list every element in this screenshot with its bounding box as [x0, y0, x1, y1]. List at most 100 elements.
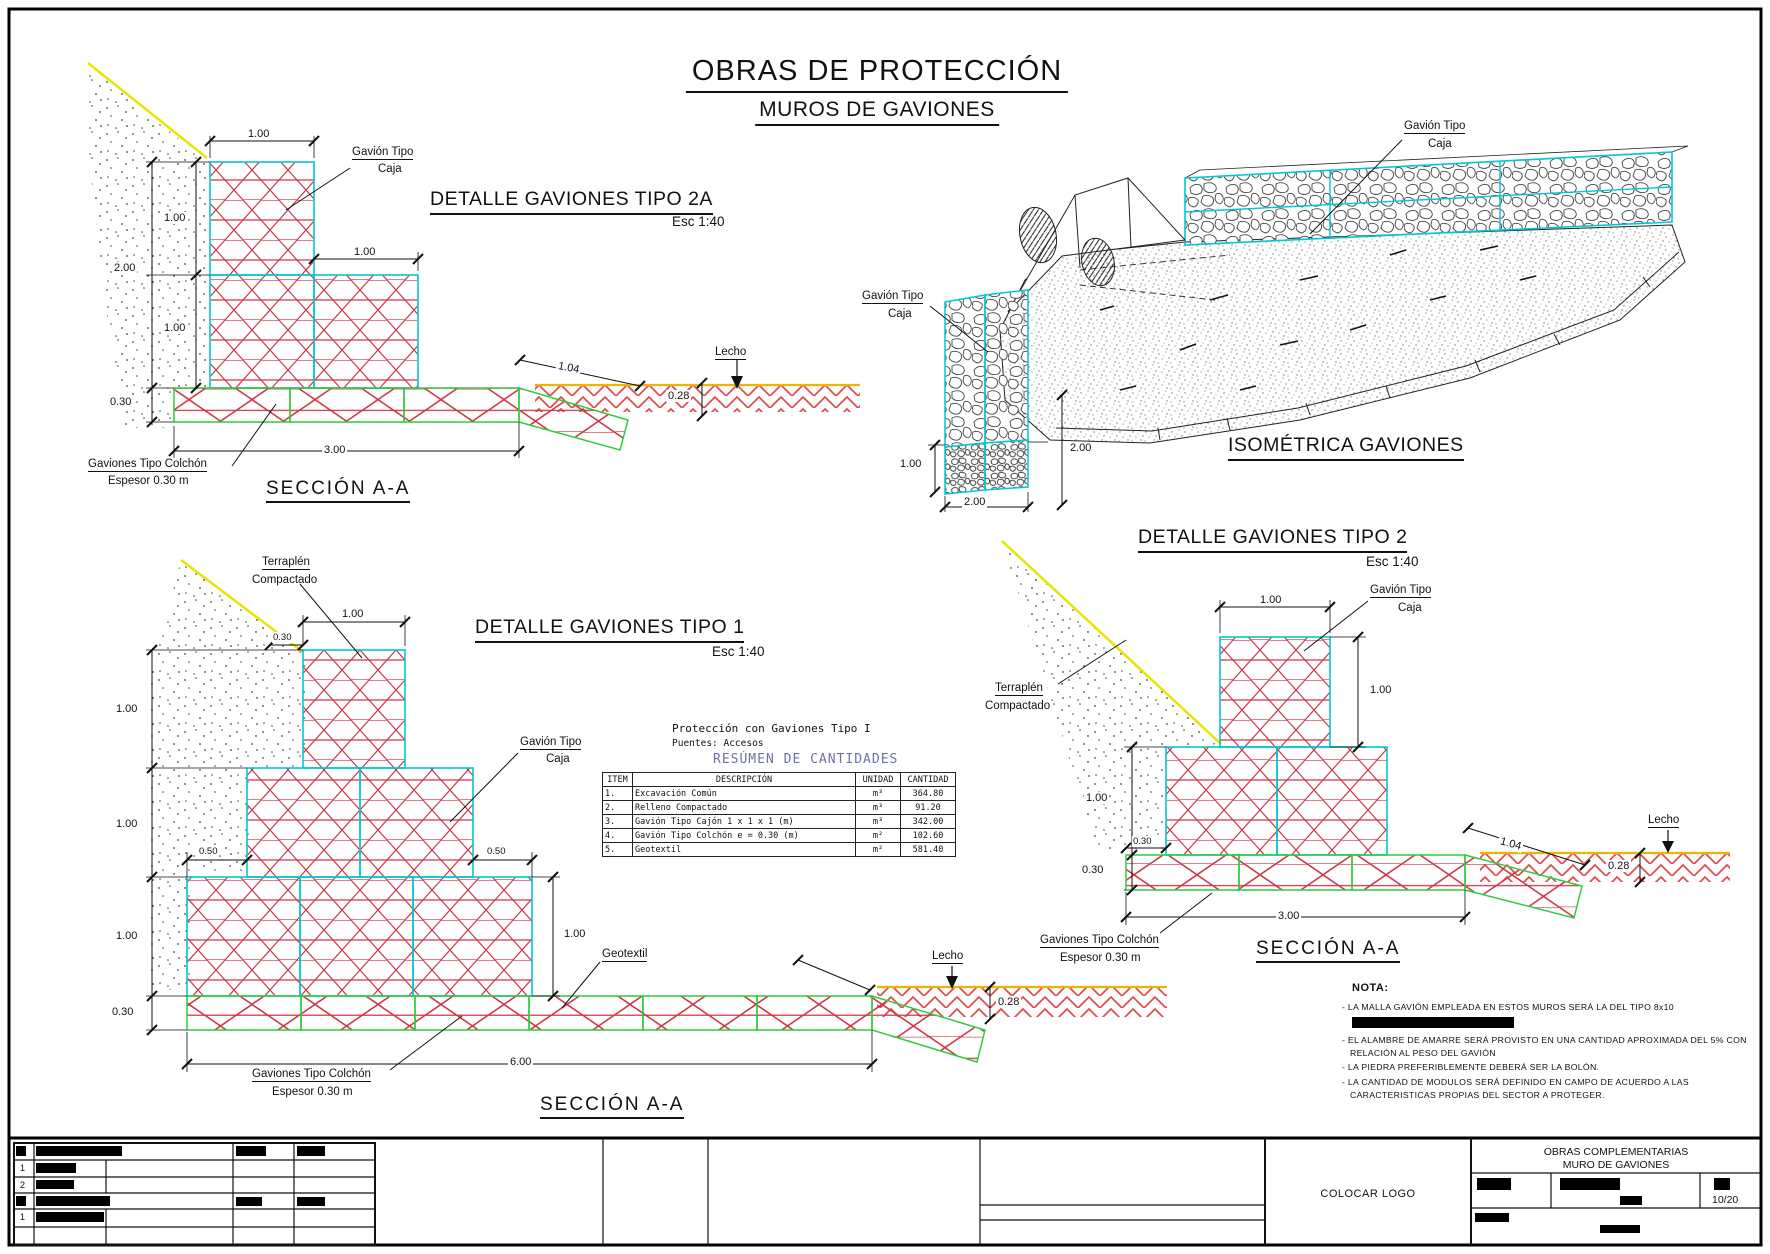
titleblock-rev-number-3: 1	[20, 1212, 26, 1222]
sheet-border	[7, 7, 1763, 1247]
detail2-dim-base: 3.00	[1276, 910, 1302, 922]
detail2a-label-colchon1: Gaviones Tipo Colchón	[88, 458, 207, 472]
isometric-label-caja-left1: Gavión Tipo	[862, 290, 924, 304]
detail1-dims	[146, 583, 996, 1072]
qt-header-item: ITEM	[602, 772, 633, 787]
detail2a-lecho	[535, 383, 860, 412]
detail1-label-geotextil: Geotextil	[602, 948, 648, 962]
detail2-label-gavion-tipo: Gavión Tipo	[1370, 584, 1432, 598]
nota-title: NOTA:	[1352, 982, 1389, 994]
qt-header-unit: UNIDAD	[855, 772, 901, 787]
detail2a-wall	[209, 161, 419, 389]
qt-header-qty: CANTIDAD	[900, 772, 956, 787]
detail2-title: DETALLE GAVIONES TIPO 2	[1138, 526, 1408, 553]
nota-item-4: - LA CANTIDAD DE MODULOS SERÁ DEFINIDO E…	[1342, 1077, 1689, 1100]
quantities-table: ITEM DESCRIPCIÓN UNIDAD CANTIDAD 1.Excav…	[602, 772, 956, 857]
isometric-left-wall	[944, 289, 1029, 495]
detail2-terrain	[1001, 540, 1222, 852]
detail2a-label-gavion-tipo: Gavión Tipo	[352, 146, 414, 160]
detail1-dim-mattress: 0.30	[110, 1006, 136, 1018]
detail1-section-title: SECCIÓN A-A	[540, 1094, 685, 1119]
nota-redaction-bar	[1352, 1017, 1514, 1028]
detail2a-label-caja: Caja	[378, 163, 402, 175]
detail2-mattress	[1125, 854, 1583, 919]
detail1-label-gavion-tipo: Gavión Tipo	[520, 736, 582, 750]
nota-item-3: - LA PIEDRA PREFERIBLEMENTE DEBERÁ SER L…	[1342, 1062, 1600, 1072]
titleblock-rev-number-2: 2	[20, 1180, 26, 1190]
detail1-label-colchon2: Espesor 0.30 m	[272, 1086, 353, 1098]
detail1-dim-h2: 1.00	[114, 818, 140, 830]
detail2a-dim-htop: 1.00	[162, 212, 188, 224]
detail1-lecho-arrow	[946, 976, 958, 989]
detail1-dim-h-right: 1.00	[562, 928, 588, 940]
page-title: OBRAS DE PROTECCIÓN	[685, 55, 1069, 93]
detail2a-dim-base: 3.00	[322, 444, 348, 456]
detail2-dim-bed: 0.28	[1606, 860, 1632, 872]
titleblock-project-line1: OBRAS COMPLEMENTARIAS	[1543, 1146, 1689, 1158]
detail1-label-terraplen2: Compactado	[252, 574, 318, 586]
nota-item-2: - EL ALAMBRE DE AMARRE SERÁ PROVISTO EN …	[1342, 1035, 1747, 1058]
detail2a-dim-hbottom: 1.00	[162, 322, 188, 334]
detail1-title: DETALLE GAVIONES TIPO 1	[475, 616, 745, 643]
isometric-label-caja-right1: Gavión Tipo	[1404, 120, 1466, 134]
detail2a-dim-htotal: 2.00	[112, 262, 138, 274]
detail2-dim-hmid: 1.00	[1084, 792, 1110, 804]
isometric-dim2: 2.00	[1068, 442, 1094, 454]
isometric-top-wall	[1184, 145, 1689, 246]
detail2-label-caja: Caja	[1398, 602, 1422, 614]
isometric-label-caja-right2: Caja	[1428, 138, 1452, 150]
isometric-label-caja-left2: Caja	[888, 308, 912, 320]
titleblock-grid	[13, 1138, 1761, 1246]
detail2-label-terraplen1: Terraplén	[995, 682, 1043, 696]
detail1-dim-setback: 0.30	[272, 632, 293, 643]
quantities-line2: Puentes: Accesos	[672, 738, 764, 749]
titleblock-project-line2: MURO DE GAVIONES	[1562, 1159, 1670, 1171]
detail2-dim-setback: 0.30	[1132, 836, 1153, 847]
detail1-dim-wtop: 1.00	[340, 608, 366, 620]
detail1-dim-h3: 1.00	[114, 930, 140, 942]
titleblock-rev-number-1: 1	[20, 1163, 26, 1173]
isometric-dim3: 2.00	[962, 496, 988, 508]
detail2-dim-wtop: 1.00	[1258, 594, 1284, 606]
detail2-label-lecho: Lecho	[1648, 814, 1680, 828]
detail1-label-lecho: Lecho	[932, 950, 964, 964]
detail2a-lecho-arrow	[731, 376, 743, 389]
detail1-dim-o-right: 0.50	[486, 846, 507, 857]
detail2a-dim-bed: 0.28	[666, 390, 692, 402]
detail2-lecho-arrow	[1662, 841, 1674, 853]
detail2-label-terraplen2: Compactado	[985, 700, 1051, 712]
detail2-scale: Esc 1:40	[1366, 554, 1419, 569]
detail2a-dim-wmid: 1.00	[352, 246, 378, 258]
nota-item-1: - LA MALLA GAVIÓN EMPLEADA EN ESTOS MURO…	[1342, 1002, 1674, 1012]
detail2-dim-mattress: 0.30	[1080, 864, 1106, 876]
detail2a-title: DETALLE GAVIONES TIPO 2A	[430, 188, 713, 215]
quantities-line1: Protección con Gaviones Tipo I	[672, 722, 871, 735]
detail1-label-caja: Caja	[546, 753, 570, 765]
detail2-wall	[1165, 636, 1388, 856]
detail1-dim-o-left: 0.50	[198, 846, 219, 857]
detail1-label-terraplen1: Terraplén	[262, 556, 310, 570]
detail2a-label-lecho: Lecho	[715, 346, 747, 360]
page-subtitle: MUROS DE GAVIONES	[755, 98, 999, 126]
detail2a-section-title: SECCIÓN A-A	[266, 478, 411, 503]
detail1-label-colchon1: Gaviones Tipo Colchón	[252, 1068, 371, 1082]
isometric-title: ISOMÉTRICA GAVIONES	[1228, 434, 1464, 461]
detail1-scale: Esc 1:40	[712, 644, 765, 659]
detail2a-mattress	[173, 386, 629, 451]
detail2-section-title: SECCIÓN A-A	[1256, 938, 1401, 963]
isometric-dim1: 1.00	[898, 458, 924, 470]
detail2-dim-htop: 1.00	[1368, 684, 1394, 696]
detail2a-dim-wtop: 1.00	[246, 128, 272, 140]
detail1-dim-base: 6.00	[508, 1056, 534, 1068]
detail1-wall	[186, 649, 533, 997]
detail2-label-colchon1: Gaviones Tipo Colchón	[1040, 934, 1159, 948]
logo-placeholder: COLOCAR LOGO	[1320, 1188, 1416, 1200]
detail1-mattress	[186, 994, 986, 1063]
detail1-dim-h1: 1.00	[114, 703, 140, 715]
